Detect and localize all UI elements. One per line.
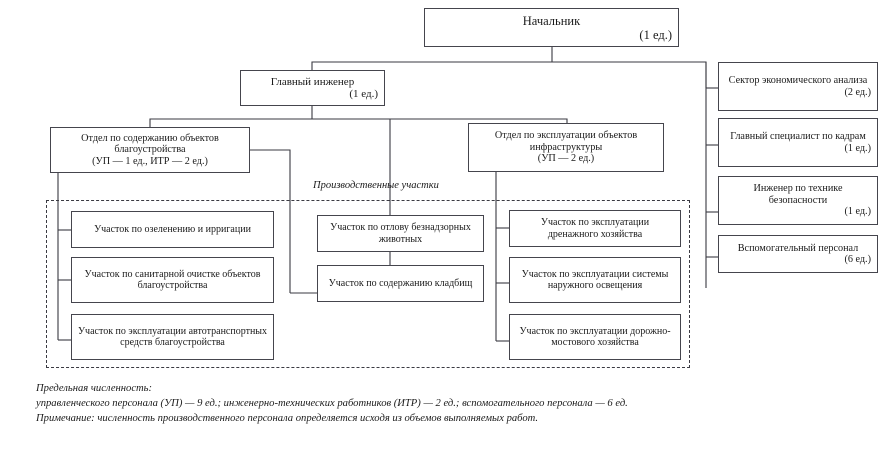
- footnote-line-1: управленческого персонала (УП) — 9 ед.; …: [36, 398, 628, 410]
- node-staff-3[interactable]: Вспомогательный персонал (6 ед.): [718, 235, 878, 273]
- node-section-right-1-label: Участок по эксплуатации системы наружног…: [521, 268, 669, 291]
- node-glavnyj-inzhener[interactable]: Главный инженер (1 ед.): [240, 70, 385, 106]
- node-staff-0-count: (2 ед.): [844, 86, 871, 98]
- node-section-middle-1[interactable]: Участок по содержанию кладбищ: [317, 265, 484, 302]
- node-section-middle-0-label: Участок по отлову безнадзорных животных: [330, 222, 471, 245]
- node-section-right-0-label: Участок по эксплуатации дренажного хозяй…: [540, 217, 650, 240]
- node-department-1-label: Отдел по эксплуатации объектов инфрастру…: [494, 130, 638, 153]
- node-section-middle-1-label: Участок по содержанию кладбищ: [328, 277, 473, 289]
- node-glavnyj-inzhener-count: (1 ед.): [349, 88, 378, 100]
- production-sections-label: Производственные участки: [313, 180, 439, 191]
- node-section-left-2-label: Участок по эксплуатации автотранспортных…: [77, 325, 268, 348]
- node-section-left-1[interactable]: Участок по санитарной очистке объектов б…: [71, 257, 274, 303]
- node-department-0[interactable]: Отдел по содержанию объектов благоустрой…: [50, 127, 250, 173]
- node-section-right-0[interactable]: Участок по эксплуатации дренажного хозяй…: [509, 210, 681, 247]
- node-staff-0[interactable]: Сектор экономического анализа (2 ед.): [718, 62, 878, 111]
- node-staff-0-label: Сектор экономического анализа: [728, 75, 868, 87]
- node-department-0-count: (УП — 1 ед., ИТР — 2 ед.): [92, 155, 208, 167]
- node-staff-2-label: Инженер по технике безопасности: [753, 183, 843, 206]
- node-staff-1-label: Главный специалист по кадрам: [730, 131, 866, 143]
- node-section-right-2-label: Участок по эксплуатации дорожно-мостовог…: [519, 325, 671, 348]
- node-staff-2[interactable]: Инженер по технике безопасности (1 ед.): [718, 176, 878, 225]
- node-section-left-0-label: Участок по озеленению и ирригации: [94, 223, 251, 235]
- node-staff-1[interactable]: Главный специалист по кадрам (1 ед.): [718, 118, 878, 167]
- node-glavnyj-inzhener-label: Главный инженер: [270, 75, 355, 88]
- node-department-0-label: Отдел по содержанию объектов благоустрой…: [81, 132, 219, 156]
- node-staff-3-count: (6 ед.): [844, 254, 871, 265]
- node-section-right-1[interactable]: Участок по эксплуатации системы наружног…: [509, 257, 681, 303]
- footnote-line-0: Предельная численность:: [36, 383, 153, 394]
- node-staff-2-count: (1 ед.): [844, 206, 871, 218]
- production-sections-region: [46, 200, 690, 368]
- node-nachalnik[interactable]: Начальник (1 ед.): [424, 8, 679, 47]
- node-department-1[interactable]: Отдел по эксплуатации объектов инфрастру…: [468, 123, 664, 172]
- node-section-middle-0[interactable]: Участок по отлову безнадзорных животных: [317, 215, 484, 252]
- node-section-right-2[interactable]: Участок по эксплуатации дорожно-мостовог…: [509, 314, 681, 360]
- node-staff-3-label: Вспомогательный персонал: [737, 242, 859, 254]
- node-section-left-1-label: Участок по санитарной очистке объектов б…: [84, 268, 261, 291]
- node-section-left-2[interactable]: Участок по эксплуатации автотранспортных…: [71, 314, 274, 360]
- node-nachalnik-count: (1 ед.): [639, 27, 672, 42]
- footnotes: Предельная численность: управленческого …: [36, 381, 876, 426]
- node-staff-1-count: (1 ед.): [844, 142, 871, 154]
- node-section-left-0[interactable]: Участок по озеленению и ирригации: [71, 211, 274, 248]
- node-nachalnik-label: Начальник: [522, 13, 581, 28]
- footnote-line-2: Примечание: численность производственног…: [36, 413, 539, 425]
- node-department-1-count: (УП — 2 ед.): [537, 153, 595, 165]
